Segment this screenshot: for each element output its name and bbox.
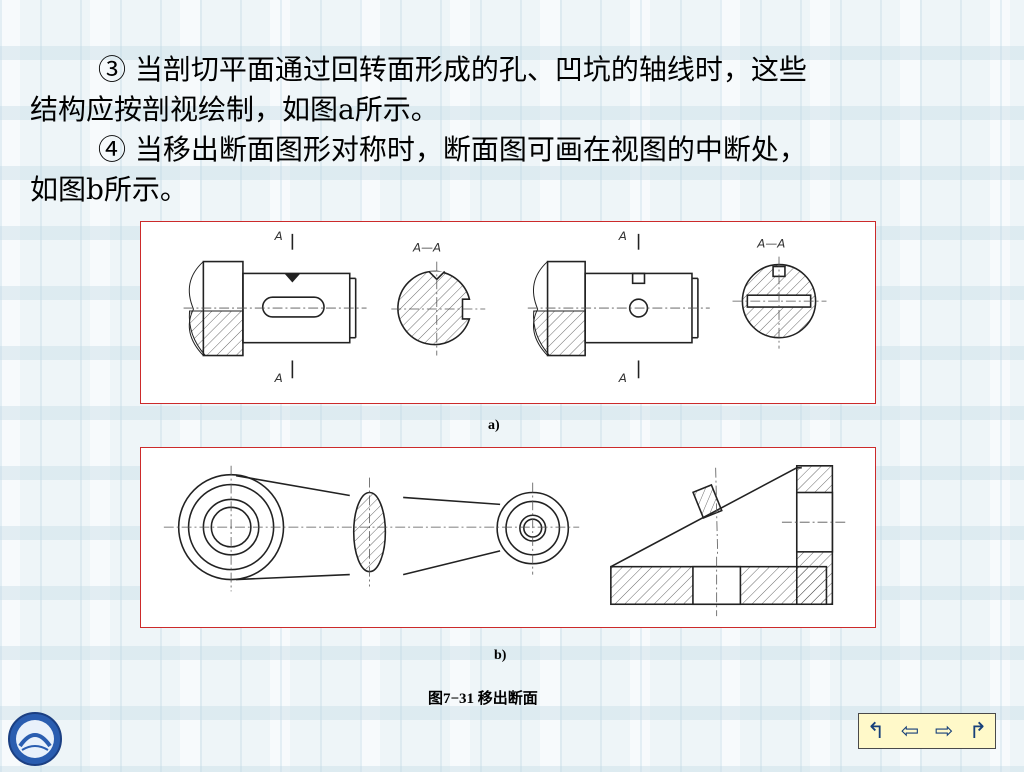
figure-title: 图7−31 移出断面 bbox=[428, 691, 538, 707]
slide-navigation: ↰ ⇦ ⇨ ↱ bbox=[858, 713, 996, 749]
paragraph-4-line-2: 如图b所示。 bbox=[30, 173, 188, 206]
section-label-1: A—A bbox=[412, 241, 441, 255]
figure-b bbox=[140, 447, 876, 628]
body-text: ③ 当剖切平面通过回转面形成的孔、凹坑的轴线时，这些 结构应按剖视绘制，如图a所… bbox=[30, 50, 980, 210]
figure-a: A A A—A A A A—A bbox=[140, 221, 876, 404]
paragraph-3-line-1: ③ 当剖切平面通过回转面形成的孔、凹坑的轴线时，这些 bbox=[98, 53, 807, 86]
next-arrow-icon[interactable]: ⇨ bbox=[934, 718, 954, 744]
cut-label-bottom-1: A bbox=[274, 371, 283, 385]
prev-arrow-icon[interactable]: ⇦ bbox=[900, 718, 920, 744]
section-label-2: A—A bbox=[756, 237, 785, 251]
forward-icon[interactable]: ↱ bbox=[968, 718, 988, 744]
paragraph-4-line-1: ④ 当移出断面图形对称时，断面图可画在视图的中断处， bbox=[98, 133, 807, 166]
figure-b-drawing bbox=[163, 465, 849, 617]
figure-b-caption: b) bbox=[494, 648, 507, 663]
paragraph-3-line-2: 结构应按剖视绘制，如图a所示。 bbox=[30, 93, 439, 126]
cut-label-top-1: A bbox=[274, 229, 283, 243]
cut-label-top-2: A bbox=[618, 229, 627, 243]
university-logo bbox=[0, 706, 70, 768]
figure-a-drawing: A A A—A A A A—A bbox=[183, 229, 827, 385]
cut-label-bottom-2: A bbox=[618, 371, 627, 385]
figure-a-caption: a) bbox=[488, 418, 500, 433]
back-icon[interactable]: ↰ bbox=[866, 718, 886, 744]
